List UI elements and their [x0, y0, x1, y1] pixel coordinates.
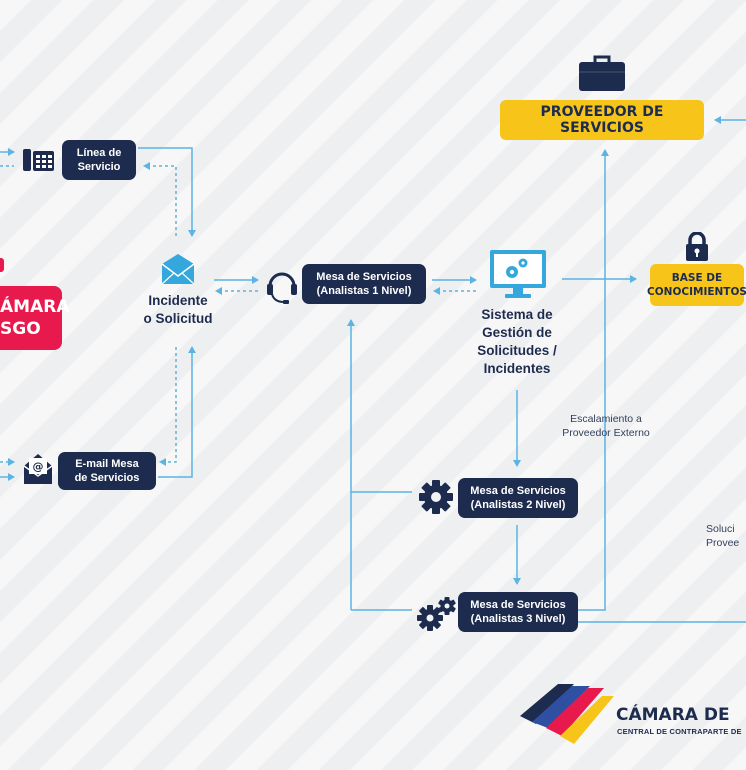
logo-name: CÁMARA DE	[616, 705, 730, 725]
envelope-icon	[161, 254, 195, 285]
linea-servicio-node: Línea de Servicio	[62, 140, 136, 180]
red-accent	[0, 258, 4, 272]
gear-icon	[419, 480, 453, 514]
headset-icon	[267, 272, 297, 304]
sistema-gestion-label: Sistema de Gestión de Solicitudes / Inci…	[477, 307, 557, 376]
solucion-note: Soluci Provee	[706, 523, 740, 549]
mesa-servicios-2-node: Mesa de Servicios (Analistas 2 Nivel)	[458, 478, 578, 518]
monitor-gears-icon	[490, 250, 546, 298]
lock-icon	[686, 232, 708, 261]
briefcase-icon	[579, 55, 625, 91]
proveedor-servicios-box: PROVEEDOR DE SERVICIOS	[500, 100, 704, 140]
email-mesa-node: E-mail Mesa de Servicios	[58, 452, 156, 490]
mesa-servicios-1-node: Mesa de Servicios (Analistas 1 Nivel)	[302, 264, 426, 304]
mesa-servicios-3-node: Mesa de Servicios (Analistas 3 Nivel)	[458, 592, 578, 632]
svg-text:@: @	[33, 460, 44, 473]
base-conocimientos-box: BASE DE CONOCIMIENTOS	[647, 264, 746, 306]
camara-red-box: ÁMARA SGO	[0, 286, 69, 350]
incidente-label: Incidente o Solicitud	[143, 293, 213, 326]
email-at-icon: @	[23, 454, 53, 484]
escalamiento-note: Escalamiento a Proveedor Externo	[562, 413, 650, 439]
logo-stripes	[520, 684, 614, 744]
gears-icon	[417, 597, 456, 631]
logo-subtitle: CENTRAL DE CONTRAPARTE DE	[617, 727, 742, 736]
fax-icon	[23, 149, 54, 171]
